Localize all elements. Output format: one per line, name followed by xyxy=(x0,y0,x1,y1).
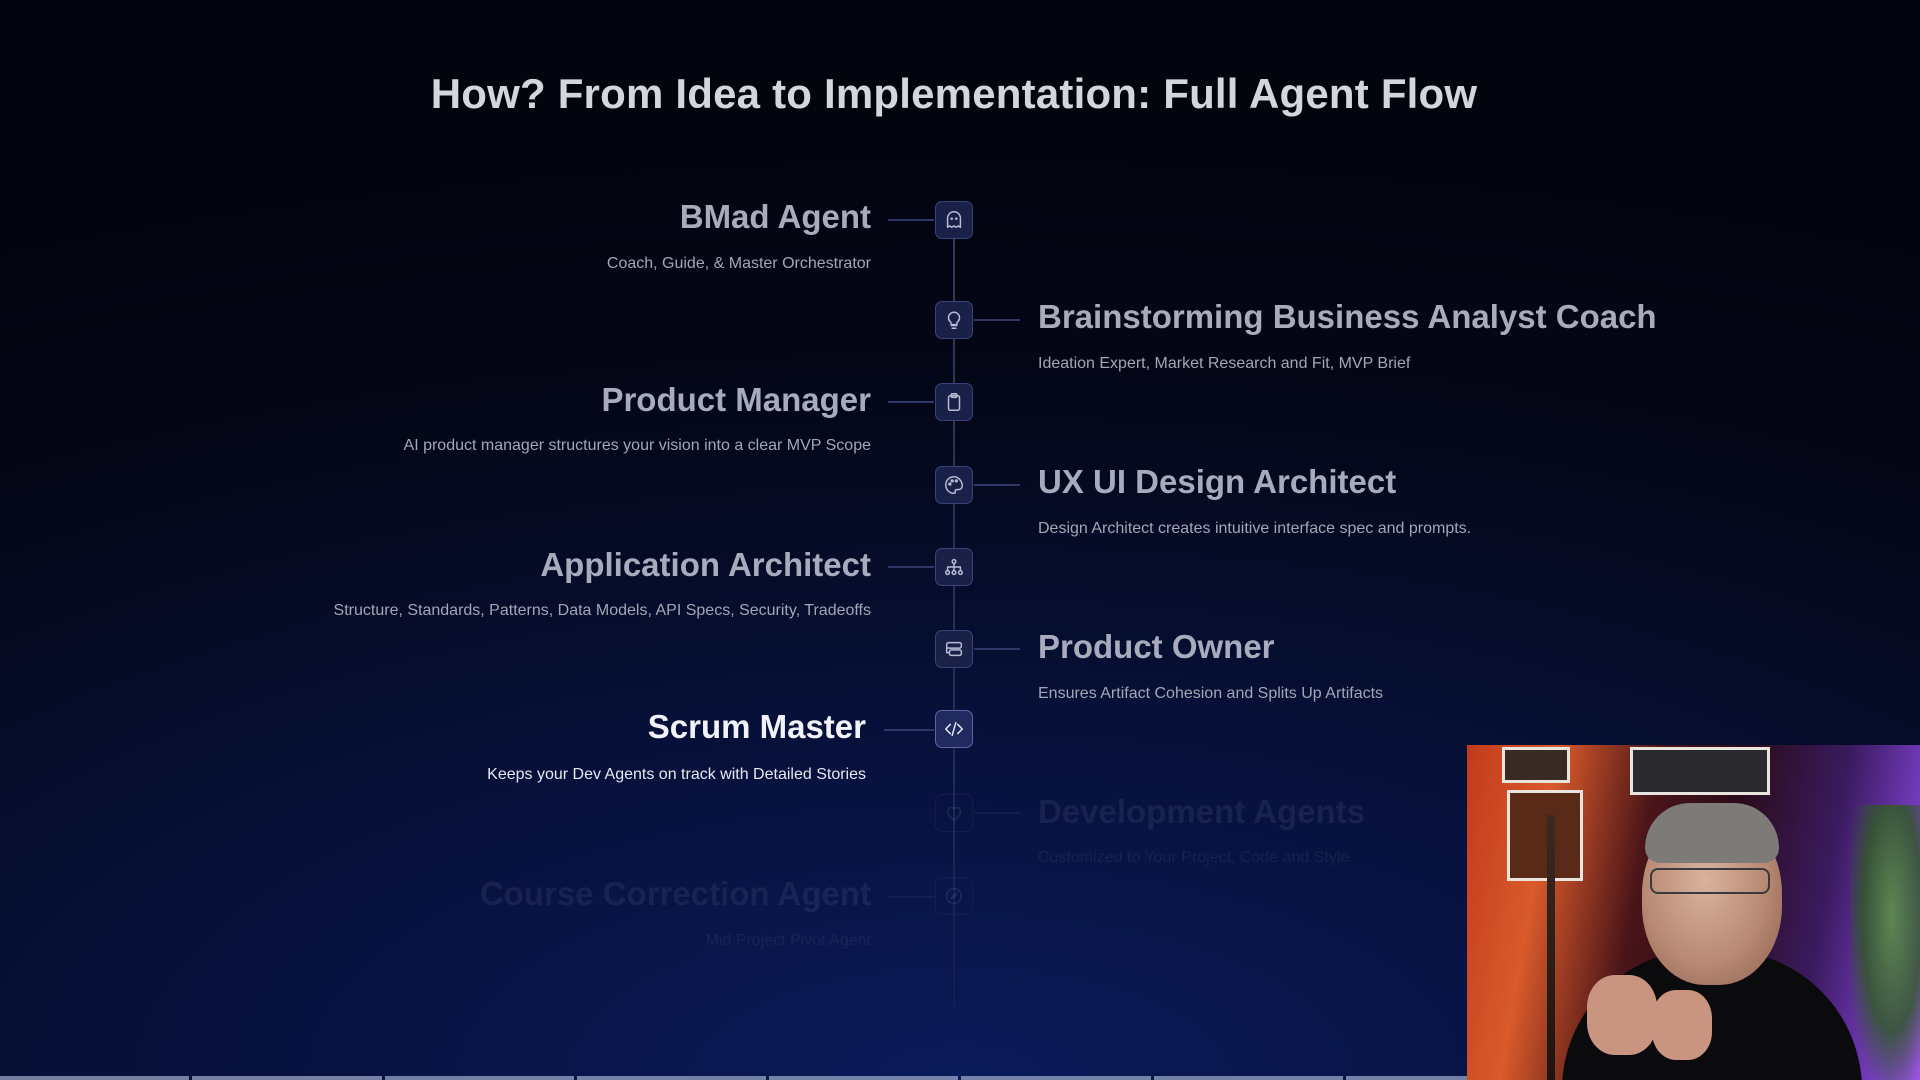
agent-desc-ux-architect: Design Architect creates intuitive inter… xyxy=(1038,520,1472,537)
lightbulb-icon xyxy=(935,301,973,339)
agent-title-scrum-master: Scrum Master xyxy=(647,708,866,745)
wall-picture xyxy=(1507,790,1583,881)
connector-app-architect xyxy=(888,566,934,568)
connector-bmad xyxy=(888,219,934,221)
agent-title-course-correction: Course Correction Agent xyxy=(479,875,871,912)
guitar xyxy=(1547,815,1555,1080)
agent-desc-app-architect: Structure, Standards, Patterns, Data Mod… xyxy=(333,602,871,619)
progress-segment[interactable] xyxy=(961,1076,1151,1080)
connector-product-manager xyxy=(888,401,934,403)
connector-ux-architect xyxy=(974,484,1020,486)
progress-segment[interactable] xyxy=(1346,1076,1536,1080)
compass-icon xyxy=(935,877,973,915)
connector-dev-agents xyxy=(974,812,1020,814)
progress-segment[interactable] xyxy=(1153,1076,1344,1080)
connector-product-owner xyxy=(974,648,1020,650)
split-card-icon xyxy=(935,630,973,668)
agent-title-app-architect: Application Architect xyxy=(540,546,871,583)
agent-title-product-owner: Product Owner xyxy=(1038,628,1275,665)
connector-scrum-master xyxy=(884,729,934,731)
plant xyxy=(1850,805,1920,1080)
progress-segment[interactable] xyxy=(576,1076,767,1080)
agent-desc-product-owner: Ensures Artifact Cohesion and Splits Up … xyxy=(1038,685,1384,702)
presenter-hand xyxy=(1587,975,1657,1055)
connector-analyst xyxy=(974,319,1020,321)
presenter-hair xyxy=(1645,803,1779,863)
agent-desc-course-correction: Mid Project Pivot Agent xyxy=(705,932,871,949)
connector-course-correction xyxy=(888,896,934,898)
agent-title-dev-agents: Development Agents xyxy=(1038,793,1366,830)
progress-segment[interactable] xyxy=(192,1076,382,1080)
agent-title-product-manager: Product Manager xyxy=(601,381,871,418)
agent-title-analyst: Brainstorming Business Analyst Coach xyxy=(1038,298,1657,335)
progress-segment[interactable] xyxy=(0,1076,190,1080)
slide-title: How? From Idea to Implementation: Full A… xyxy=(430,70,1478,117)
wall-picture xyxy=(1502,747,1570,783)
heart-icon xyxy=(935,794,973,832)
timeline-line xyxy=(953,220,955,1010)
agent-desc-scrum-master: Keeps your Dev Agents on track with Deta… xyxy=(487,766,866,783)
presenter-webcam xyxy=(1467,745,1920,1080)
palette-icon xyxy=(935,466,973,504)
agent-title-bmad: BMad Agent xyxy=(679,198,871,235)
agent-desc-bmad: Coach, Guide, & Master Orchestrator xyxy=(606,255,871,272)
agent-title-ux-architect: UX UI Design Architect xyxy=(1038,463,1397,500)
network-icon xyxy=(935,548,973,586)
progress-segment[interactable] xyxy=(769,1076,959,1080)
ghost-icon xyxy=(935,201,973,239)
progress-segment[interactable] xyxy=(384,1076,574,1080)
agent-desc-dev-agents: Customized to Your Project, Code and Sty… xyxy=(1038,849,1350,866)
presenter-glasses xyxy=(1650,868,1770,894)
code-icon xyxy=(935,710,973,748)
agent-desc-analyst: Ideation Expert, Market Research and Fit… xyxy=(1038,355,1411,372)
agent-desc-product-manager: AI product manager structures your visio… xyxy=(403,437,871,454)
wall-picture xyxy=(1630,747,1770,795)
presenter-hand xyxy=(1652,990,1712,1060)
clipboard-icon xyxy=(935,383,973,421)
